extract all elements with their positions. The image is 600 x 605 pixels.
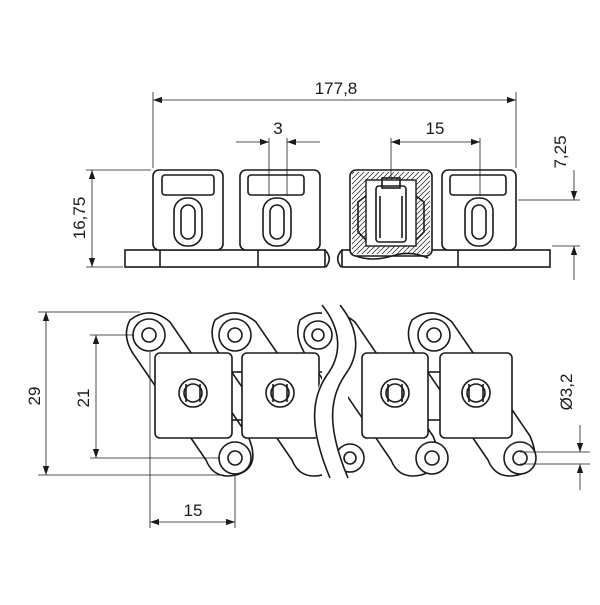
hatch-line <box>406 230 430 254</box>
side-link-4 <box>441 169 517 251</box>
hatch-line <box>352 172 375 195</box>
dim-pin-distance: 21 <box>74 389 93 408</box>
dim-pitch-top: 15 <box>426 119 445 138</box>
dim-hole-diameter: Ø3,2 <box>557 374 576 411</box>
screw-heads <box>178 378 491 408</box>
dim-overall-length: 177,8 <box>315 79 358 98</box>
hatch-line <box>416 240 430 254</box>
side-view: 177,8 3 15 7,25 16,75 <box>70 79 580 280</box>
side-link-2 <box>239 169 321 251</box>
pin-holes <box>132 318 537 475</box>
dim-total-width: 29 <box>25 387 44 406</box>
hatch-line <box>352 172 370 190</box>
side-link-3-section <box>349 169 433 260</box>
dim-pitch-bottom: 15 <box>184 501 203 520</box>
plan-view: 29 21 Ø3,2 15 <box>25 299 590 528</box>
side-link-1 <box>152 169 224 251</box>
dim-pin-gap: 3 <box>273 119 282 138</box>
base-plate-left <box>124 249 326 268</box>
dim-plate-height: 16,75 <box>70 197 89 240</box>
hatch-line <box>411 235 430 254</box>
dim-side-offset: 7,25 <box>551 135 570 168</box>
